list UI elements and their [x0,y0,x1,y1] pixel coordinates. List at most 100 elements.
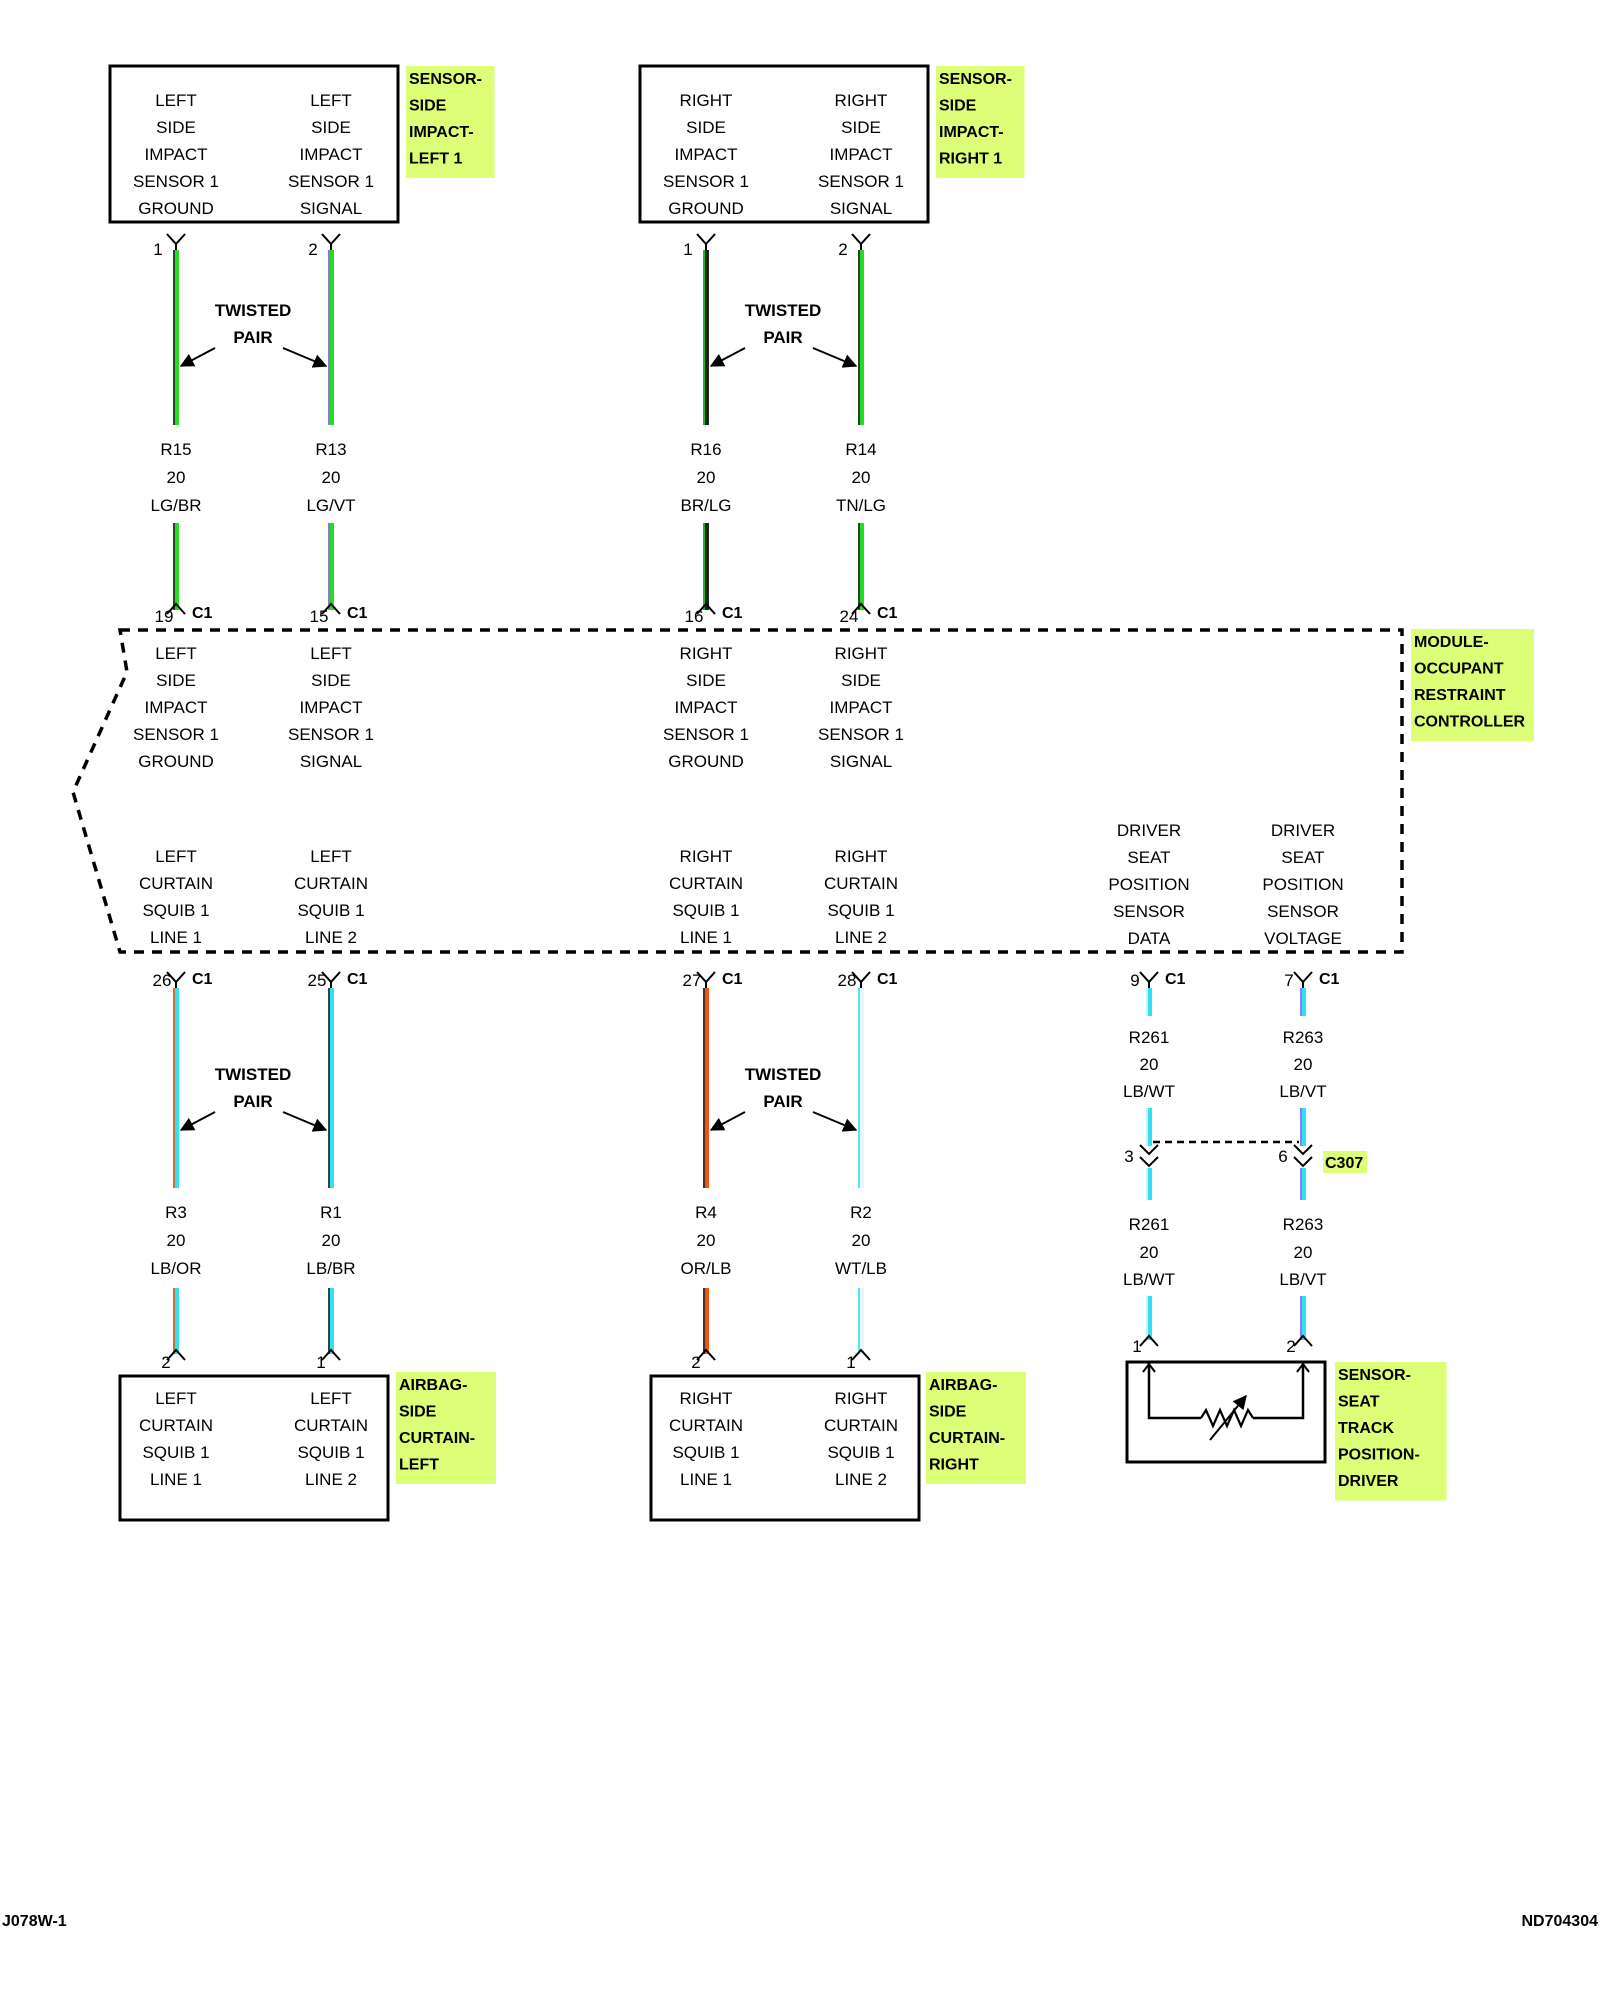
inline-connector-chevron [1293,1144,1313,1156]
pin-number: 7 [1284,971,1293,990]
module-pin-description: RIGHT [680,644,733,663]
wire-gauge: 20 [322,468,341,487]
circuit-id: R4 [695,1203,717,1222]
wire-gauge: 20 [697,1231,716,1250]
module-pin-description: LINE 1 [150,928,202,947]
module-pin-description: SENSOR [1113,902,1185,921]
module-tag: RESTRAINT [1414,687,1506,704]
inline-connector-tag-bg [1323,1151,1367,1173]
module-pin-description: DRIVER [1117,821,1181,840]
pin-number: 2 [308,240,317,259]
sensor-pin-arrow [1142,1362,1156,1373]
connector-pin-y [166,233,186,250]
module-pin-description: SENSOR [1267,902,1339,921]
module-pin-description: CURTAIN [669,874,743,893]
pin-number: 1 [1132,1337,1141,1356]
module-pin-description: LEFT [155,644,197,663]
twisted-pair-upper-left-label: PAIR [233,328,272,347]
inline-connector-chevron [1139,1156,1159,1168]
pin-description: LEFT [155,91,197,110]
pin-number: 16 [685,607,704,626]
twisted-pair-lower-right-arrow-left [709,1111,746,1131]
module-pin-description: LINE 2 [305,928,357,947]
component-box-rac [649,1374,921,1522]
twisted-pair-lower-left-label: PAIR [233,1092,272,1111]
drawing-id: J078W-1 [2,1913,67,1930]
component-tag: SIDE [409,98,447,115]
component-tag: SENSOR- [939,71,1012,88]
connector-pin-y [166,971,186,988]
connector-id: C1 [192,971,213,988]
component-tag: CURTAIN- [929,1430,1005,1447]
twisted-pair-lower-right-label: TWISTED [745,1065,822,1084]
wire-gauge: 20 [1140,1055,1159,1074]
pin-description: SQUIB 1 [142,1443,209,1462]
twisted-pair-upper-right-arrow-left [709,347,746,367]
connector-pin-caret [321,1348,341,1361]
component-tag: SIDE [929,1404,967,1421]
connector-pin-caret [696,1348,716,1361]
pin-number: 28 [838,971,857,990]
sensor-internal-wire [1147,1362,1201,1420]
pin-description: CURTAIN [669,1416,743,1435]
twisted-pair-lower-left-arrow-left [179,1111,216,1131]
wire-color-code: LB/VT [1279,1270,1326,1289]
pin-description: CURTAIN [294,1416,368,1435]
component-tag: CURTAIN- [399,1430,475,1447]
sensor-internal-wire [1253,1362,1305,1420]
wire-color-code: LB/OR [150,1259,201,1278]
component-tag: IMPACT- [939,124,1004,141]
circuit-id: R13 [315,440,346,459]
component-box-rsi [638,64,930,224]
inline-connector-chevron [1139,1144,1159,1156]
module-pin-description: SQUIB 1 [672,901,739,920]
component-tag: SENSOR- [1338,1367,1411,1384]
pin-description: SIGNAL [830,199,892,218]
wire-gauge: 20 [322,1231,341,1250]
component-tag: RIGHT 1 [939,151,1002,168]
wire-color-code: LB/BR [306,1259,355,1278]
module-pin-description: POSITION [1108,875,1189,894]
circuit-id: R263 [1283,1215,1324,1234]
module-pin-description: SIDE [156,671,196,690]
circuit-id: R261 [1129,1028,1170,1047]
pin-description: LEFT [155,1389,197,1408]
wire-color-code: BR/LG [680,496,731,515]
module-pin-description: GROUND [668,752,744,771]
pin-description: LEFT [310,1389,352,1408]
module-pin-description: SIDE [686,671,726,690]
pin-description: SENSOR 1 [133,172,219,191]
pin-number: 2 [838,240,847,259]
pin-description: SIDE [841,118,881,137]
component-tag-bg [1335,1362,1447,1501]
module-pin-description: SENSOR 1 [133,725,219,744]
wire-gauge: 20 [1294,1055,1313,1074]
pin-description: LEFT [310,91,352,110]
wire-color-code: OR/LB [680,1259,731,1278]
connector-pin-caret [1139,1334,1159,1347]
circuit-id: R1 [320,1203,342,1222]
pin-number: 1 [316,1353,325,1372]
wire-gauge: 20 [697,468,716,487]
pin-number: 2 [161,1353,170,1372]
wire-color-code: LG/VT [306,496,355,515]
module-pin-description: RIGHT [835,644,888,663]
pin-description: LINE 2 [835,1470,887,1489]
connector-id: C1 [877,971,898,988]
module-pin-description: CURTAIN [139,874,213,893]
connector-pin-caret [321,602,341,615]
component-tag: TRACK [1338,1420,1394,1437]
component-box-seat-track-sensor [1125,1360,1327,1464]
connector-id: C1 [347,605,368,622]
connector-id: C1 [722,971,743,988]
connector-pin-y [851,971,871,988]
inline-connector-chevron [1293,1156,1313,1168]
module-tag: OCCUPANT [1414,661,1504,678]
component-tag-bg [926,1372,1026,1484]
pin-number: 1 [683,240,692,259]
module-pin-description: SIDE [311,671,351,690]
pin-description: SIDE [156,118,196,137]
twisted-pair-upper-right-label: PAIR [763,328,802,347]
module-pin-description: SQUIB 1 [142,901,209,920]
